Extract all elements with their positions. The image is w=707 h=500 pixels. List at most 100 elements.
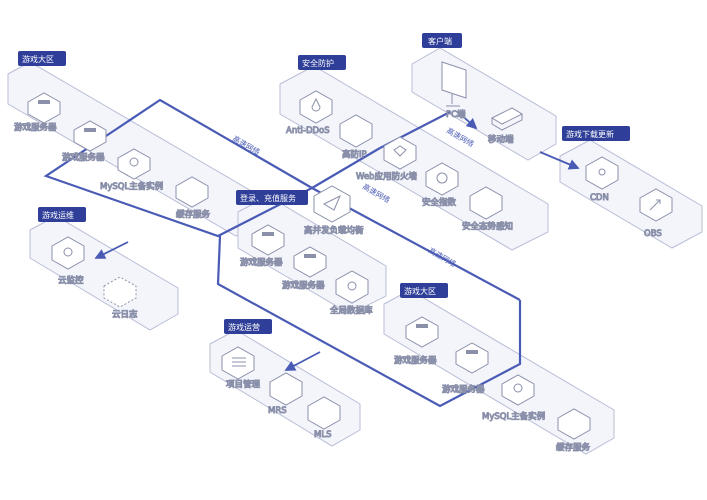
svg-text:游戏大区: 游戏大区 — [404, 286, 436, 296]
svg-text:游戏运维: 游戏运维 — [42, 210, 74, 220]
node-global-db[interactable]: 全局数据库 — [330, 270, 374, 317]
node-game-server-1[interactable]: 游戏服务器 — [14, 92, 61, 134]
network-line-upper-loop — [43, 98, 315, 238]
svg-text:MLS: MLS — [314, 430, 331, 440]
svg-text:缓存服务: 缓存服务 — [556, 442, 591, 453]
svg-text:MySQL主备实例: MySQL主备实例 — [482, 411, 545, 422]
node-obs[interactable]: OBS — [639, 188, 673, 240]
network-line-lower-loop — [216, 235, 522, 408]
node-anti-ddos[interactable]: Anti-DDoS — [286, 90, 333, 137]
arrow-to-game-operation — [284, 351, 321, 371]
node-mrs[interactable]: MRS — [268, 372, 303, 417]
network-label-4: 高速网络 — [445, 125, 476, 149]
node-login-server-1[interactable]: 游戏服务器 — [240, 224, 285, 269]
mls-icon — [307, 396, 341, 430]
svg-text:游戏服务器: 游戏服务器 — [62, 152, 105, 163]
svg-text:游戏服务器: 游戏服务器 — [14, 122, 57, 133]
arrow-to-game-update — [539, 151, 580, 170]
node-mysql-1[interactable]: MySQL主备实例 — [100, 148, 164, 193]
node-cdn[interactable]: CDN — [585, 156, 619, 204]
svg-text:登录、充值服务: 登录、充值服务 — [240, 193, 296, 203]
arrow-client-link — [457, 111, 478, 130]
svg-text:安全态势感知: 安全态势感知 — [462, 221, 513, 232]
log-icon — [103, 276, 137, 308]
server-icon — [405, 316, 439, 348]
zone-title-game-region-top: 游戏大区 — [18, 51, 66, 66]
svg-text:项目管理: 项目管理 — [226, 379, 261, 390]
node-game-server-3[interactable]: 游戏服务器 — [394, 316, 439, 367]
zone-title-game-operation: 游戏运营 — [224, 319, 272, 334]
server-icon — [455, 342, 489, 374]
node-mls[interactable]: MLS — [307, 396, 341, 441]
svg-text:安全防护: 安全防护 — [302, 58, 334, 68]
node-game-server-2[interactable]: 游戏服务器 — [62, 120, 107, 164]
server-icon — [293, 246, 327, 278]
svg-text:高并发负载均衡: 高并发负载均衡 — [304, 225, 364, 236]
svg-text:游戏服务器: 游戏服务器 — [394, 355, 437, 366]
svg-text:游戏下载更新: 游戏下载更新 — [566, 129, 614, 139]
platform-game-ops — [29, 215, 179, 331]
svg-text:MRS: MRS — [268, 406, 287, 416]
svg-text:游戏服务器: 游戏服务器 — [240, 257, 283, 268]
cache-icon — [175, 176, 209, 208]
svg-text:游戏运营: 游戏运营 — [228, 322, 260, 332]
svg-text:云监控: 云监控 — [58, 275, 84, 286]
monitor-icon — [441, 61, 467, 99]
node-cloud-monitor[interactable]: 云监控 — [51, 236, 85, 287]
node-situational-awareness[interactable]: 安全态势感知 — [462, 186, 514, 233]
node-load-balancer[interactable]: 高并发负载均衡 — [304, 185, 365, 237]
network-label-2: 高速网络 — [361, 181, 392, 205]
svg-text:Web应用防火墙: Web应用防火墙 — [356, 171, 418, 182]
node-cloud-log[interactable]: 云日志 — [103, 276, 139, 321]
svg-text:PC端: PC端 — [446, 109, 466, 120]
node-waf[interactable]: Web应用防火墙 — [356, 136, 418, 183]
zone-title-client: 客户端 — [422, 33, 462, 48]
arrows — [94, 111, 580, 371]
network-line-security — [311, 147, 381, 189]
svg-text:游戏服务器: 游戏服务器 — [282, 280, 325, 291]
node-project-mgmt[interactable]: 项目管理 — [221, 346, 261, 391]
svg-text:云日志: 云日志 — [112, 309, 138, 320]
zone-title-game-ops: 游戏运维 — [38, 207, 86, 222]
platform-game-update — [559, 139, 703, 249]
mrs-icon — [269, 372, 303, 406]
svg-text:Anti-DDoS: Anti-DDoS — [286, 126, 330, 136]
zone-title-game-update: 游戏下载更新 — [562, 126, 630, 141]
zone-title-game-region-bottom: 游戏大区 — [400, 283, 448, 298]
svg-text:全局数据库: 全局数据库 — [330, 305, 373, 316]
zone-title-security: 安全防护 — [298, 55, 346, 70]
cache-icon — [557, 408, 591, 440]
node-mysql-2[interactable]: MySQL主备实例 — [482, 374, 546, 423]
zone-title-login-recharge: 登录、充值服务 — [236, 190, 308, 205]
network-label-3: 高速网络 — [427, 245, 458, 269]
node-login-server-2[interactable]: 游戏服务器 — [282, 246, 327, 292]
svg-text:安全指数: 安全指数 — [422, 197, 457, 208]
svg-text:MySQL主备实例: MySQL主备实例 — [100, 181, 163, 192]
node-cache-1[interactable]: 缓存服务 — [175, 176, 211, 221]
ip-shield-icon — [339, 114, 373, 148]
list-icon — [221, 346, 255, 380]
svg-text:游戏服务器: 游戏服务器 — [442, 384, 485, 395]
awareness-icon — [469, 186, 503, 220]
svg-text:游戏大区: 游戏大区 — [22, 54, 54, 64]
nodes: 游戏服务器 游戏服务器 MySQL主备实例 缓存服务 Anti-DDoS 高防I… — [14, 61, 673, 454]
svg-text:OBS: OBS — [644, 229, 662, 239]
node-cache-2[interactable]: 缓存服务 — [556, 408, 591, 454]
node-game-server-4[interactable]: 游戏服务器 — [442, 342, 489, 396]
server-icon — [251, 224, 285, 256]
zone-titles: 游戏大区 安全防护 客户端 游戏下载更新 游戏运维 登录、充值服务 游戏大区 — [18, 33, 630, 334]
node-security-index[interactable]: 安全指数 — [422, 162, 459, 209]
svg-text:移动端: 移动端 — [488, 134, 514, 145]
node-mobile[interactable]: 移动端 — [488, 107, 524, 146]
node-pc[interactable]: PC端 — [441, 61, 467, 121]
upload-arrow-icon — [639, 188, 673, 222]
svg-text:客户端: 客户端 — [428, 36, 452, 46]
svg-text:高防IP: 高防IP — [342, 149, 367, 160]
platforms — [7, 47, 703, 455]
server-icon — [27, 92, 61, 124]
svg-text:CDN: CDN — [590, 193, 609, 203]
svg-text:缓存服务: 缓存服务 — [176, 209, 211, 220]
node-high-defense-ip[interactable]: 高防IP — [339, 114, 373, 161]
